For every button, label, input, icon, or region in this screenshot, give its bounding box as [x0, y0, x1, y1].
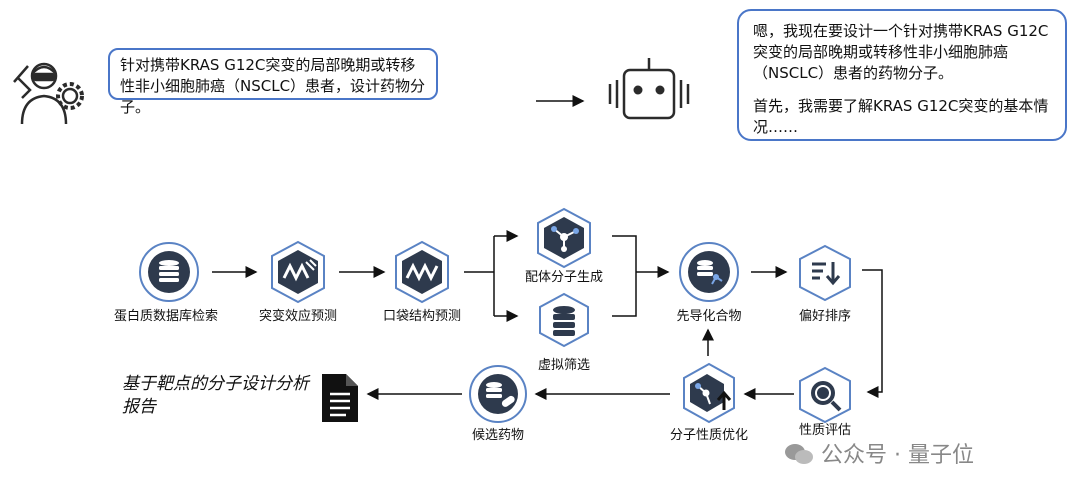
- pocket-helix-icon: [395, 240, 449, 304]
- agent-message-line1: 嗯，我现在要设计一个针对携带KRAS G12C突变的局部晚期或转移性非小细胞肺癌…: [753, 22, 1049, 82]
- label-preference-ranking: 偏好排序: [798, 309, 852, 324]
- label-protein-db-search: 蛋白质数据库检索: [113, 309, 219, 324]
- document-report-icon: [322, 374, 358, 422]
- arrow-ranking-to-evaluation: [862, 269, 883, 398]
- wechat-icon: [785, 444, 813, 464]
- merge-connector: [612, 235, 637, 317]
- property-evaluation-icon: [799, 366, 851, 424]
- label-lead-compound: 先导化合物: [676, 309, 742, 324]
- user-message-text: 针对携带KRAS G12C突变的局部晚期或转移性非小细胞肺癌（NSCLC）患者，…: [120, 56, 426, 116]
- label-property-evaluation: 性质评估: [798, 423, 852, 438]
- agent-message-bubble: 嗯，我现在要设计一个针对携带KRAS G12C突变的局部晚期或转移性非小细胞肺癌…: [737, 9, 1067, 141]
- mutation-helix-icon: [271, 240, 325, 304]
- robot-icon: [608, 58, 690, 120]
- ligand-molecule-icon: [537, 207, 591, 269]
- label-mutation-effect: 突变效应预测: [258, 309, 338, 324]
- watermark-text: 公众号 · 量子位: [821, 443, 974, 468]
- label-ligand-generation: 配体分子生成: [524, 270, 604, 285]
- label-virtual-screening: 虚拟筛选: [537, 358, 591, 373]
- property-optimization-icon: [683, 362, 735, 424]
- agent-message-line2: 首先，我需要了解KRAS G12C突变的基本情况……: [753, 97, 1049, 136]
- label-property-optimization: 分子性质优化: [669, 428, 749, 443]
- lead-compound-icon: [679, 242, 739, 302]
- sort-ranking-icon: [799, 244, 851, 302]
- scientist-with-gear-icon: [13, 62, 84, 125]
- label-candidate-drugs: 候选药物: [471, 428, 525, 443]
- candidate-drug-icon: [469, 365, 527, 423]
- report-title: 基于靶点的分子设计分析报告: [122, 374, 309, 417]
- virtual-screening-icon: [539, 292, 589, 348]
- watermark: 公众号 · 量子位: [784, 437, 974, 469]
- database-search-icon: [139, 242, 199, 302]
- user-message-bubble: 针对携带KRAS G12C突变的局部晚期或转移性非小细胞肺癌（NSCLC）患者，…: [108, 48, 438, 116]
- label-pocket-structure: 口袋结构预测: [382, 309, 462, 324]
